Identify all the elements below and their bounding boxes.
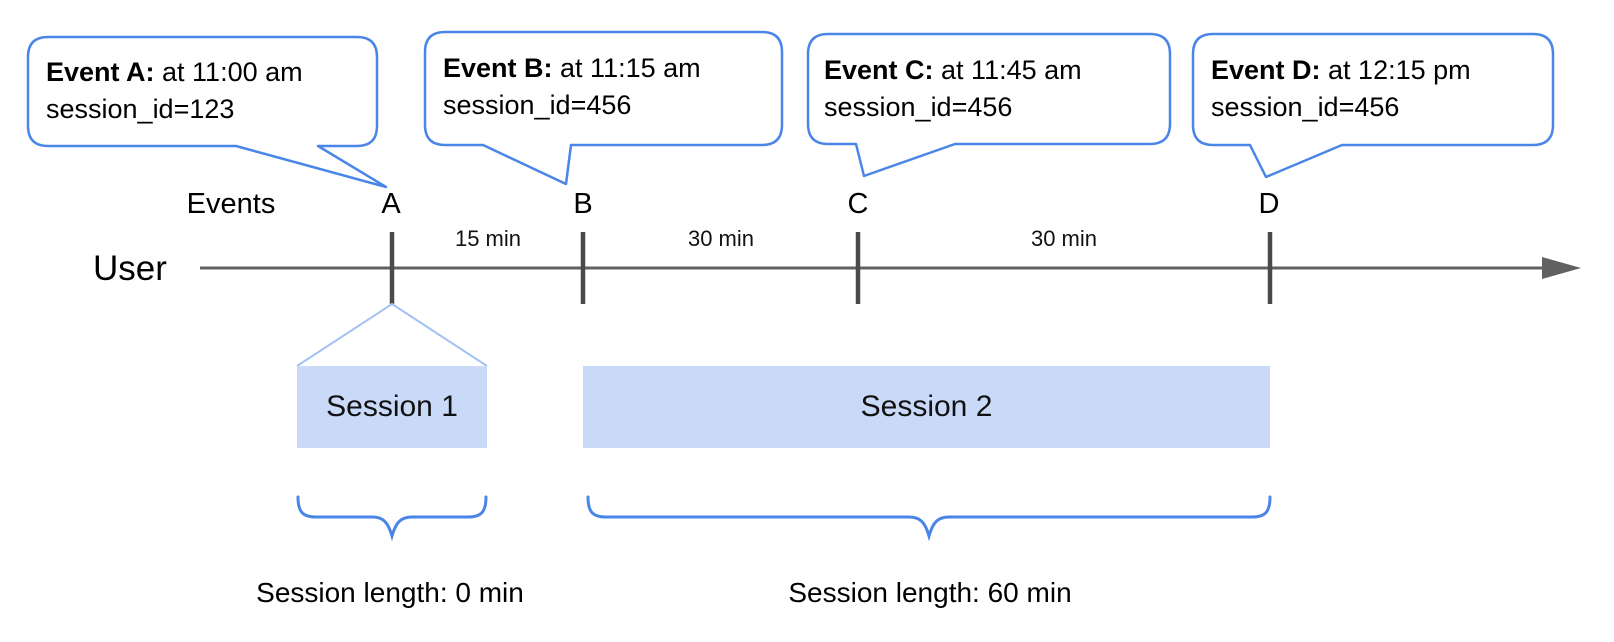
event-a-session-id: session_id=123 <box>46 94 235 124</box>
event-c-title: Event C: <box>824 55 934 85</box>
event-d-time: at 12:15 pm <box>1320 55 1471 85</box>
session2-box-label: Session 2 <box>860 390 993 423</box>
session2-brace <box>586 495 1272 542</box>
event-b-time: at 11:15 am <box>552 53 701 83</box>
event-a-callout-bubble <box>26 35 388 189</box>
session1-box: Session 1 <box>297 366 487 448</box>
event-c-marker-label: C <box>847 188 869 220</box>
interval-c-d-label: 30 min <box>1030 226 1098 251</box>
event-d-callout-bubble <box>1191 32 1555 179</box>
session1-box-label: Session 1 <box>326 390 458 423</box>
event-b-callout-bubble <box>423 30 784 186</box>
event-a-callout-text: Event A: at 11:00 am session_id=123 <box>46 54 303 128</box>
event-b-session-id: session_id=456 <box>443 90 632 120</box>
session1-brace <box>296 495 488 542</box>
event-d-callout-text: Event D: at 12:15 pm session_id=456 <box>1211 52 1471 126</box>
event-d-marker-label: D <box>1258 188 1280 220</box>
session2-length-label: Session length: 60 min <box>788 577 1072 608</box>
event-c-session-id: session_id=456 <box>824 92 1013 122</box>
interval-a-b-label: 15 min <box>454 226 522 251</box>
session1-connector-lines <box>296 302 488 367</box>
event-d-line1: Event D: at 12:15 pm <box>1211 52 1471 89</box>
event-c-callout-text: Event C: at 11:45 am session_id=456 <box>824 52 1082 126</box>
user-row-label: User <box>93 249 167 288</box>
event-a-time: at 11:00 am <box>154 57 303 87</box>
event-d-session-id: session_id=456 <box>1211 92 1400 122</box>
event-a-title: Event A: <box>46 57 155 87</box>
session1-length-label: Session length: 0 min <box>256 577 524 608</box>
event-b-title: Event B: <box>443 53 553 83</box>
event-b-line1: Event B: at 11:15 am <box>443 50 701 87</box>
event-b-marker-label: B <box>573 188 593 220</box>
event-a-marker-label: A <box>381 188 401 220</box>
session2-box: Session 2 <box>583 366 1270 448</box>
event-c-line1: Event C: at 11:45 am <box>824 52 1082 89</box>
event-c-callout-bubble <box>806 32 1172 178</box>
event-c-time: at 11:45 am <box>933 55 1082 85</box>
event-d-title: Event D: <box>1211 55 1321 85</box>
event-b-callout-text: Event B: at 11:15 am session_id=456 <box>443 50 701 124</box>
event-a-line1: Event A: at 11:00 am <box>46 54 303 91</box>
events-row-label: Events <box>186 188 276 220</box>
interval-b-c-label: 30 min <box>687 226 755 251</box>
timeline-arrowhead-icon <box>1542 257 1581 279</box>
